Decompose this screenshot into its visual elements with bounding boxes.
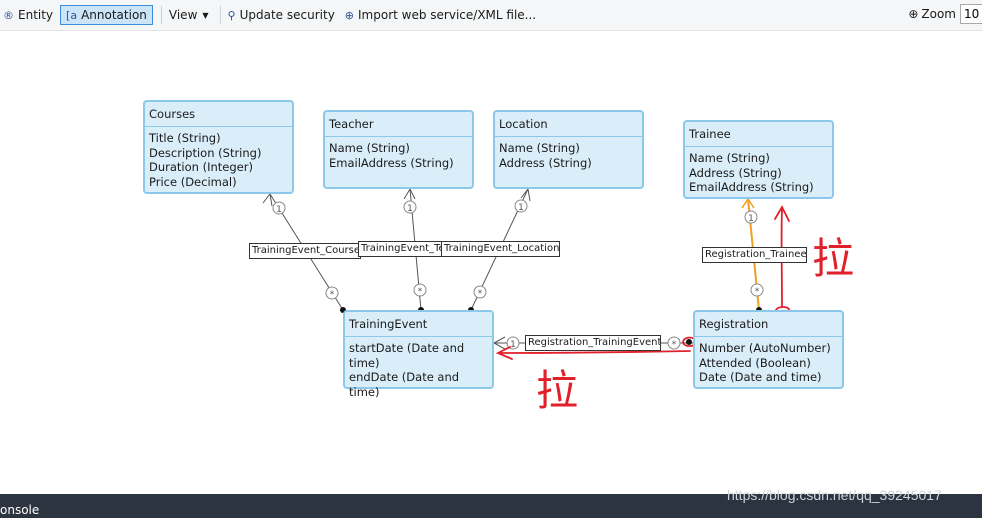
property-row: Duration (Integer) (149, 160, 253, 174)
connector-label-location[interactable]: TrainingEvent_Location (441, 241, 560, 257)
property-row: Name (String) (689, 151, 770, 165)
entity-registration[interactable]: Registration Number (AutoNumber) Attende… (693, 310, 844, 389)
entity-location[interactable]: Location Name (String) Address (String) (493, 110, 644, 189)
security-icon: ⚲ (227, 8, 236, 22)
entity-teacher[interactable]: Teacher Name (String) EmailAddress (Stri… (323, 110, 474, 189)
property-row: Address (String) (689, 165, 782, 180)
one-marker: 1 (407, 204, 413, 214)
property-row: startDate (Date and time) (349, 341, 465, 370)
entity-trainee[interactable]: Trainee Name (String) Address (String) E… (683, 120, 834, 199)
entity-title: Trainee (685, 122, 832, 147)
one-marker: 1 (518, 203, 524, 213)
entity-properties: Name (String) Address (String) (495, 137, 642, 170)
entity-title: Registration (695, 312, 842, 337)
entity-trainingevent[interactable]: TrainingEvent startDate (Date and time) … (343, 310, 494, 399)
many-marker: * (478, 289, 483, 299)
import-label: Import web service/XML file... (358, 8, 537, 22)
entity-properties: startDate (Date and time) endDate (Date … (345, 337, 492, 399)
update-security-label: Update security (239, 8, 335, 22)
red-arrow-left (495, 346, 691, 360)
handwritten-annotation: 拉 (536, 366, 579, 415)
entity-courses[interactable]: Courses Title (String) Description (Stri… (143, 100, 294, 194)
one-marker: 1 (510, 340, 516, 350)
import-button[interactable]: ⊕ Import web service/XML file... (342, 4, 539, 26)
property-row: endDate (Date and time) (349, 370, 460, 399)
connector-label-teacher[interactable]: TrainingEvent_Teacher (358, 241, 444, 257)
watermark: https://blog.csdn.net/qq_39245017 (727, 487, 942, 503)
property-row: Name (String) (499, 141, 580, 155)
many-marker: * (755, 287, 760, 297)
property-row: Date (Date and time) (699, 370, 822, 384)
property-row: EmailAddress (String) (689, 180, 814, 194)
annotation-button[interactable]: [a Annotation (60, 5, 153, 25)
entity-title: Teacher (325, 112, 472, 137)
property-row: Address (String) (499, 155, 592, 170)
entity-title: TrainingEvent (345, 312, 492, 337)
entity-title: Courses (145, 102, 292, 127)
entity-button[interactable]: ® Entity (0, 4, 56, 26)
zoom-label: Zoom (921, 7, 956, 21)
entity-title: Location (495, 112, 642, 137)
toolbar-divider (219, 6, 221, 24)
toolbar-divider (160, 6, 162, 24)
entity-properties: Title (String) Description (String) Dura… (145, 127, 292, 189)
property-row: Title (String) (149, 131, 221, 145)
many-marker: * (672, 340, 677, 350)
property-row: Number (AutoNumber) (699, 341, 831, 355)
many-marker: * (418, 287, 423, 297)
status-bar: onsole (0, 494, 982, 518)
property-row: Description (String) (149, 145, 262, 160)
console-tab[interactable]: onsole (0, 503, 40, 517)
annotation-label: Annotation (81, 8, 147, 22)
entity-properties: Number (AutoNumber) Attended (Boolean) D… (695, 337, 842, 385)
property-row: EmailAddress (String) (329, 155, 454, 170)
one-marker: 1 (748, 214, 754, 224)
annotation-icon: [a (66, 8, 78, 22)
one-marker: 1 (276, 205, 282, 215)
zoom-icon: ⊕ (908, 7, 919, 21)
connector-label-courses[interactable]: TrainingEvent_Courses (249, 243, 361, 259)
property-row: Price (Decimal) (149, 174, 237, 189)
handwritten-annotation: 拉 (812, 234, 855, 283)
zoom-control: ⊕ Zoom (908, 4, 982, 24)
diagram-canvas[interactable]: 1 * 1 * 1 * (0, 31, 982, 494)
connector-label-trainingevent[interactable]: Registration_TrainingEvent (525, 335, 661, 351)
property-row: Name (String) (329, 141, 410, 155)
view-menu[interactable]: View ▼ (166, 4, 212, 26)
update-security-button[interactable]: ⚲ Update security (225, 4, 338, 26)
entity-properties: Name (String) EmailAddress (String) (325, 137, 472, 170)
view-label: View (168, 8, 198, 22)
toolbar: ® Entity [a Annotation View ▼ ⚲ Update s… (0, 0, 982, 31)
many-marker: * (330, 290, 335, 300)
zoom-input[interactable] (960, 4, 982, 24)
connector-label-trainee[interactable]: Registration_Trainee (702, 247, 807, 263)
entity-label: Entity (18, 8, 54, 22)
chevron-down-icon: ▼ (202, 10, 209, 20)
globe-icon: ⊕ (344, 8, 355, 22)
entity-properties: Name (String) Address (String) EmailAddr… (685, 147, 832, 195)
property-row: Attended (Boolean) (699, 355, 811, 370)
entity-icon: ® (3, 8, 14, 22)
